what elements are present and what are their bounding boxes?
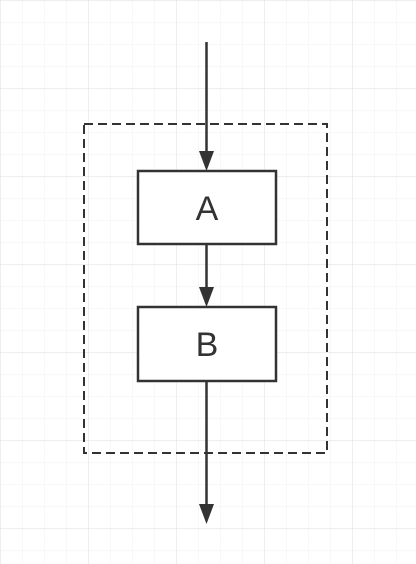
arrowhead-icon xyxy=(199,287,214,307)
arrowhead-icon xyxy=(199,504,214,524)
node-a-label: A xyxy=(196,190,219,228)
node-a[interactable]: A xyxy=(136,169,278,246)
node-a-box[interactable] xyxy=(136,169,278,246)
edge-entry-to-a xyxy=(199,42,214,171)
node-b[interactable]: B xyxy=(136,305,278,383)
edge-b-to-exit xyxy=(199,381,214,524)
node-b-box[interactable] xyxy=(136,305,278,383)
edge-a-to-b xyxy=(199,244,214,307)
node-b-label: B xyxy=(196,326,219,364)
arrowhead-icon xyxy=(199,151,214,171)
